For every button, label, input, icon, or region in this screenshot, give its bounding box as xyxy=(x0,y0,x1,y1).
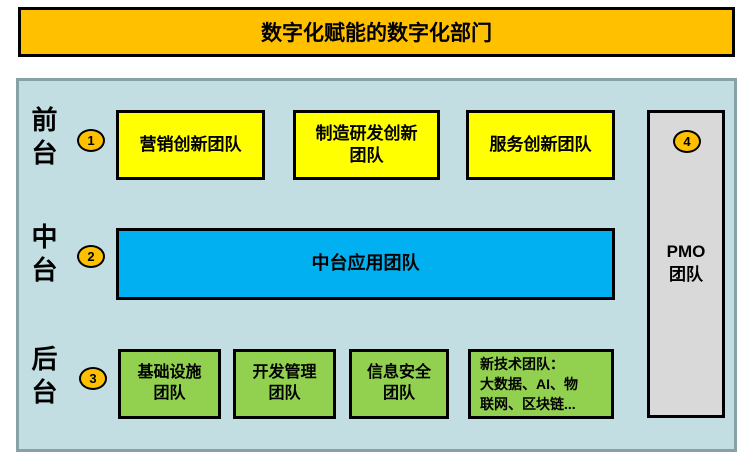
team-box-infrastructure: 基础设施 团队 xyxy=(118,349,221,419)
badge-pmo-4: 4 xyxy=(673,130,701,153)
team-box-info-security: 信息安全 团队 xyxy=(349,349,449,419)
badge-back-3: 3 xyxy=(79,367,107,390)
title-banner: 数字化赋能的数字化部门 xyxy=(18,7,735,57)
badge-front-1: 1 xyxy=(77,129,105,152)
layer-label-front: 前台 xyxy=(28,106,58,172)
team-box-dev-management: 开发管理 团队 xyxy=(233,349,336,419)
diagram-canvas: 前台 1 营销创新团队 制造研发创新 团队 服务创新团队 中台 2 中台应用团队… xyxy=(16,78,737,452)
team-box-service-innovation: 服务创新团队 xyxy=(466,110,615,180)
page-title: 数字化赋能的数字化部门 xyxy=(261,22,492,45)
team-box-mid-platform-application: 中台应用团队 xyxy=(116,228,615,300)
pmo-column-box: 4 PMO 团队 xyxy=(647,110,725,418)
team-box-manufacturing-rd-innovation: 制造研发创新 团队 xyxy=(293,110,440,180)
pmo-team-label: PMO 团队 xyxy=(666,242,706,284)
team-box-marketing-innovation: 营销创新团队 xyxy=(116,110,265,180)
layer-label-middle: 中台 xyxy=(28,223,58,289)
badge-middle-2: 2 xyxy=(77,245,105,268)
team-box-new-technology: 新技术团队： 大数据、AI、物 联网、区块链... xyxy=(468,349,614,419)
layer-label-back: 后台 xyxy=(28,345,58,411)
